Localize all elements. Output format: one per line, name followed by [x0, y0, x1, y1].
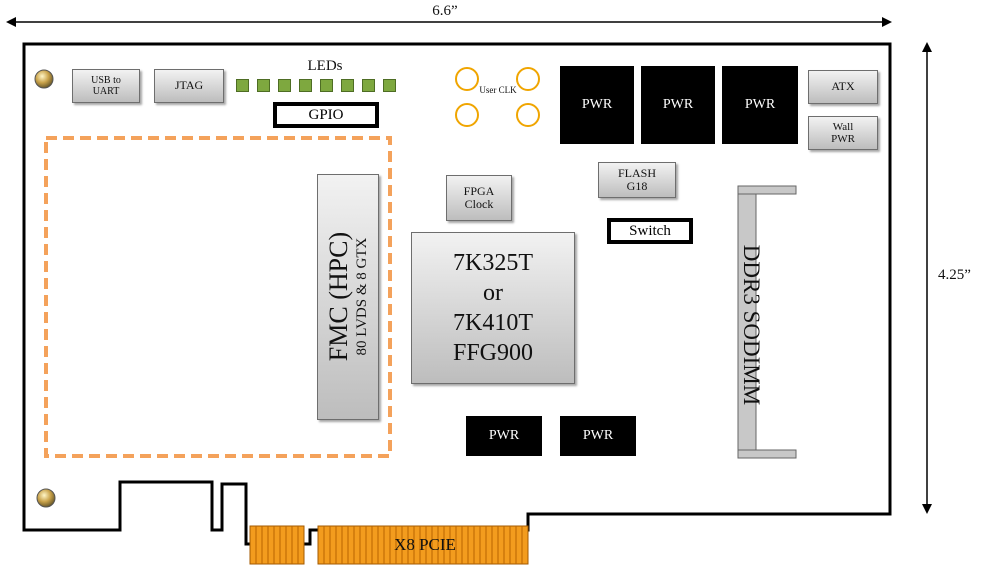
pcie-gold-fingers [249, 525, 529, 565]
power-block-5: PWR [560, 416, 636, 456]
led-7 [362, 79, 375, 92]
pcie-label: X8 PCIE [394, 535, 456, 554]
led-8 [383, 79, 396, 92]
fpga-line-2: or [483, 280, 503, 306]
power-block-3: PWR [722, 66, 798, 144]
user-clk-rings [455, 67, 540, 127]
leds-label: LEDs [307, 58, 343, 74]
wall-pwr-connector: Wall PWR [808, 116, 878, 150]
gpio-header: GPIO [273, 102, 379, 128]
mounting-hole-bottom-left [36, 488, 56, 508]
led-6 [341, 79, 354, 92]
mounting-hole-top-left [34, 69, 54, 89]
fpga-chip: 7K325T or 7K410T FFG900 [411, 232, 575, 384]
width-dimension-arrow [6, 17, 892, 27]
fmc-subtitle: 80 LVDS & 8 GTX [354, 238, 371, 356]
led-4 [299, 79, 312, 92]
led-1 [236, 79, 249, 92]
width-dimension-label: 6.6” [432, 3, 458, 19]
height-dimension-label: 4.25” [938, 267, 971, 283]
fpga-line-3: 7K410T [453, 310, 533, 336]
led-3 [278, 79, 291, 92]
fmc-title: FMC (HPC) [324, 232, 354, 362]
fpga-clock: FPGA Clock [446, 175, 512, 221]
switch: Switch [607, 218, 693, 244]
power-block-1: PWR [560, 66, 634, 144]
led-5 [320, 79, 333, 92]
ddr3-sodimm-label: DDR3 SODIMM [739, 244, 764, 406]
led-2 [257, 79, 270, 92]
fmc-hpc-connector: FMC (HPC) 80 LVDS & 8 GTX [317, 174, 379, 420]
fpga-line-1: 7K325T [453, 250, 533, 276]
power-block-4: PWR [466, 416, 542, 456]
usb-uart-connector: USB to UART [72, 69, 140, 103]
atx-connector: ATX [808, 70, 878, 104]
jtag-connector: JTAG [154, 69, 224, 103]
fmc-region-outline [44, 136, 392, 458]
flash-chip: FLASH G18 [598, 162, 676, 198]
ddr3-sodimm-socket [737, 185, 797, 459]
user-clk-label: User CLK [479, 85, 517, 95]
fpga-line-4: FFG900 [452, 340, 534, 366]
height-dimension-arrow [922, 42, 932, 514]
power-block-2: PWR [641, 66, 715, 144]
